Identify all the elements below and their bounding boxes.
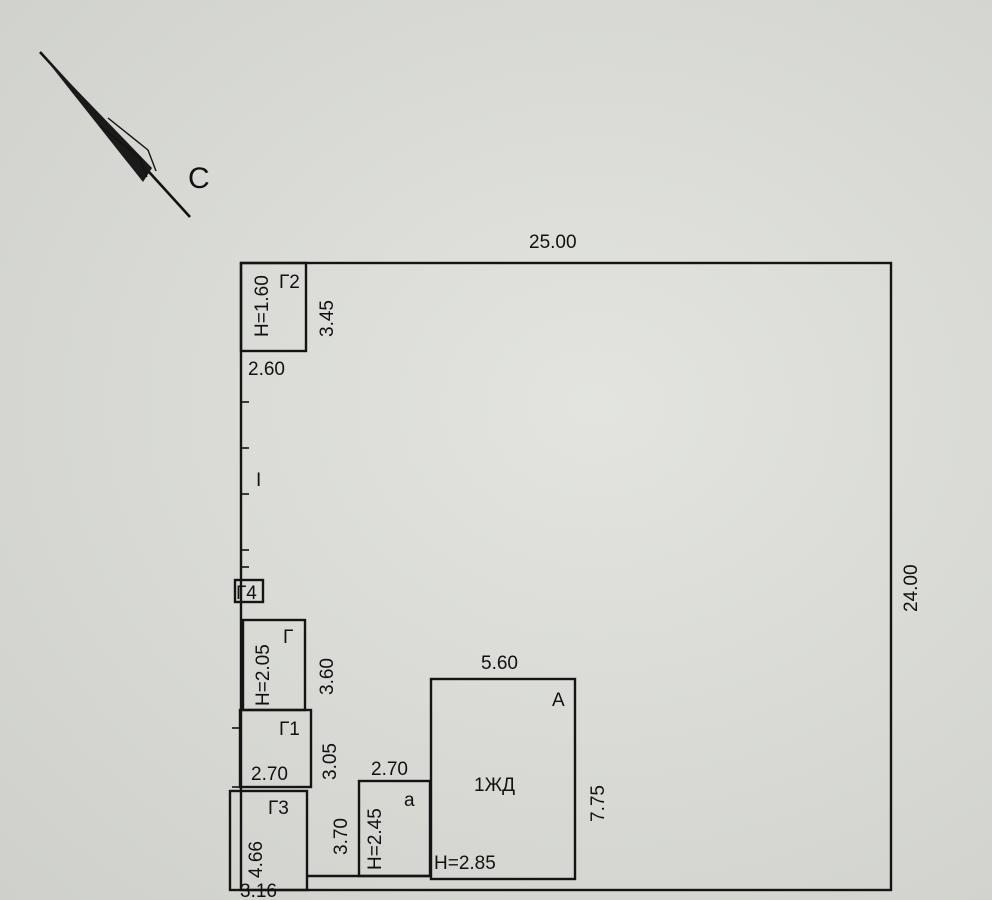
building-house-depth: 7.75 xyxy=(588,785,609,822)
building-g-depth: 3.60 xyxy=(317,658,338,695)
north-arrow-label: С xyxy=(188,162,210,195)
building-g2 xyxy=(239,261,308,353)
building-house-width: 5.60 xyxy=(481,653,518,674)
building-g2-height: Н=1.60 xyxy=(252,275,273,337)
building-house-height: Н=2.85 xyxy=(434,853,496,874)
building-a-small-name: а xyxy=(404,790,415,811)
building-g1-depth: 3.05 xyxy=(320,743,341,780)
building-a-small-width: 2.70 xyxy=(371,759,408,780)
building-a-small-depth: 3.70 xyxy=(331,818,352,855)
building-g3-depth: 4.66 xyxy=(246,841,267,878)
building-g2-name: Г2 xyxy=(279,272,300,293)
plot-width-label: 25.00 xyxy=(529,232,577,253)
building-g-name: Г xyxy=(283,627,293,648)
plot-height-label: 24.00 xyxy=(901,564,922,612)
building-g2-depth: 3.45 xyxy=(317,300,338,337)
fence-mark: I xyxy=(256,470,261,491)
building-house-name: А xyxy=(552,690,565,711)
building-g3-width: 3.16 xyxy=(240,881,277,900)
building-g1-name: Г1 xyxy=(279,719,300,740)
building-g3 xyxy=(228,789,309,892)
plot-boundary xyxy=(239,261,893,892)
building-house-use: 1ЖД xyxy=(474,775,515,796)
building-g3-name: Г3 xyxy=(268,798,289,819)
building-g-height: Н=2.05 xyxy=(253,644,274,706)
fence-ticks xyxy=(241,401,249,568)
north-arrow-icon xyxy=(39,51,191,218)
building-g1-width: 2.70 xyxy=(251,764,288,785)
building-g4-name: Г4 xyxy=(236,583,257,604)
building-house xyxy=(429,677,577,881)
building-g2-width: 2.60 xyxy=(248,359,285,380)
building-g4 xyxy=(233,578,265,604)
building-g1 xyxy=(238,708,313,789)
building-a-small-height: Н=2.45 xyxy=(365,808,386,870)
